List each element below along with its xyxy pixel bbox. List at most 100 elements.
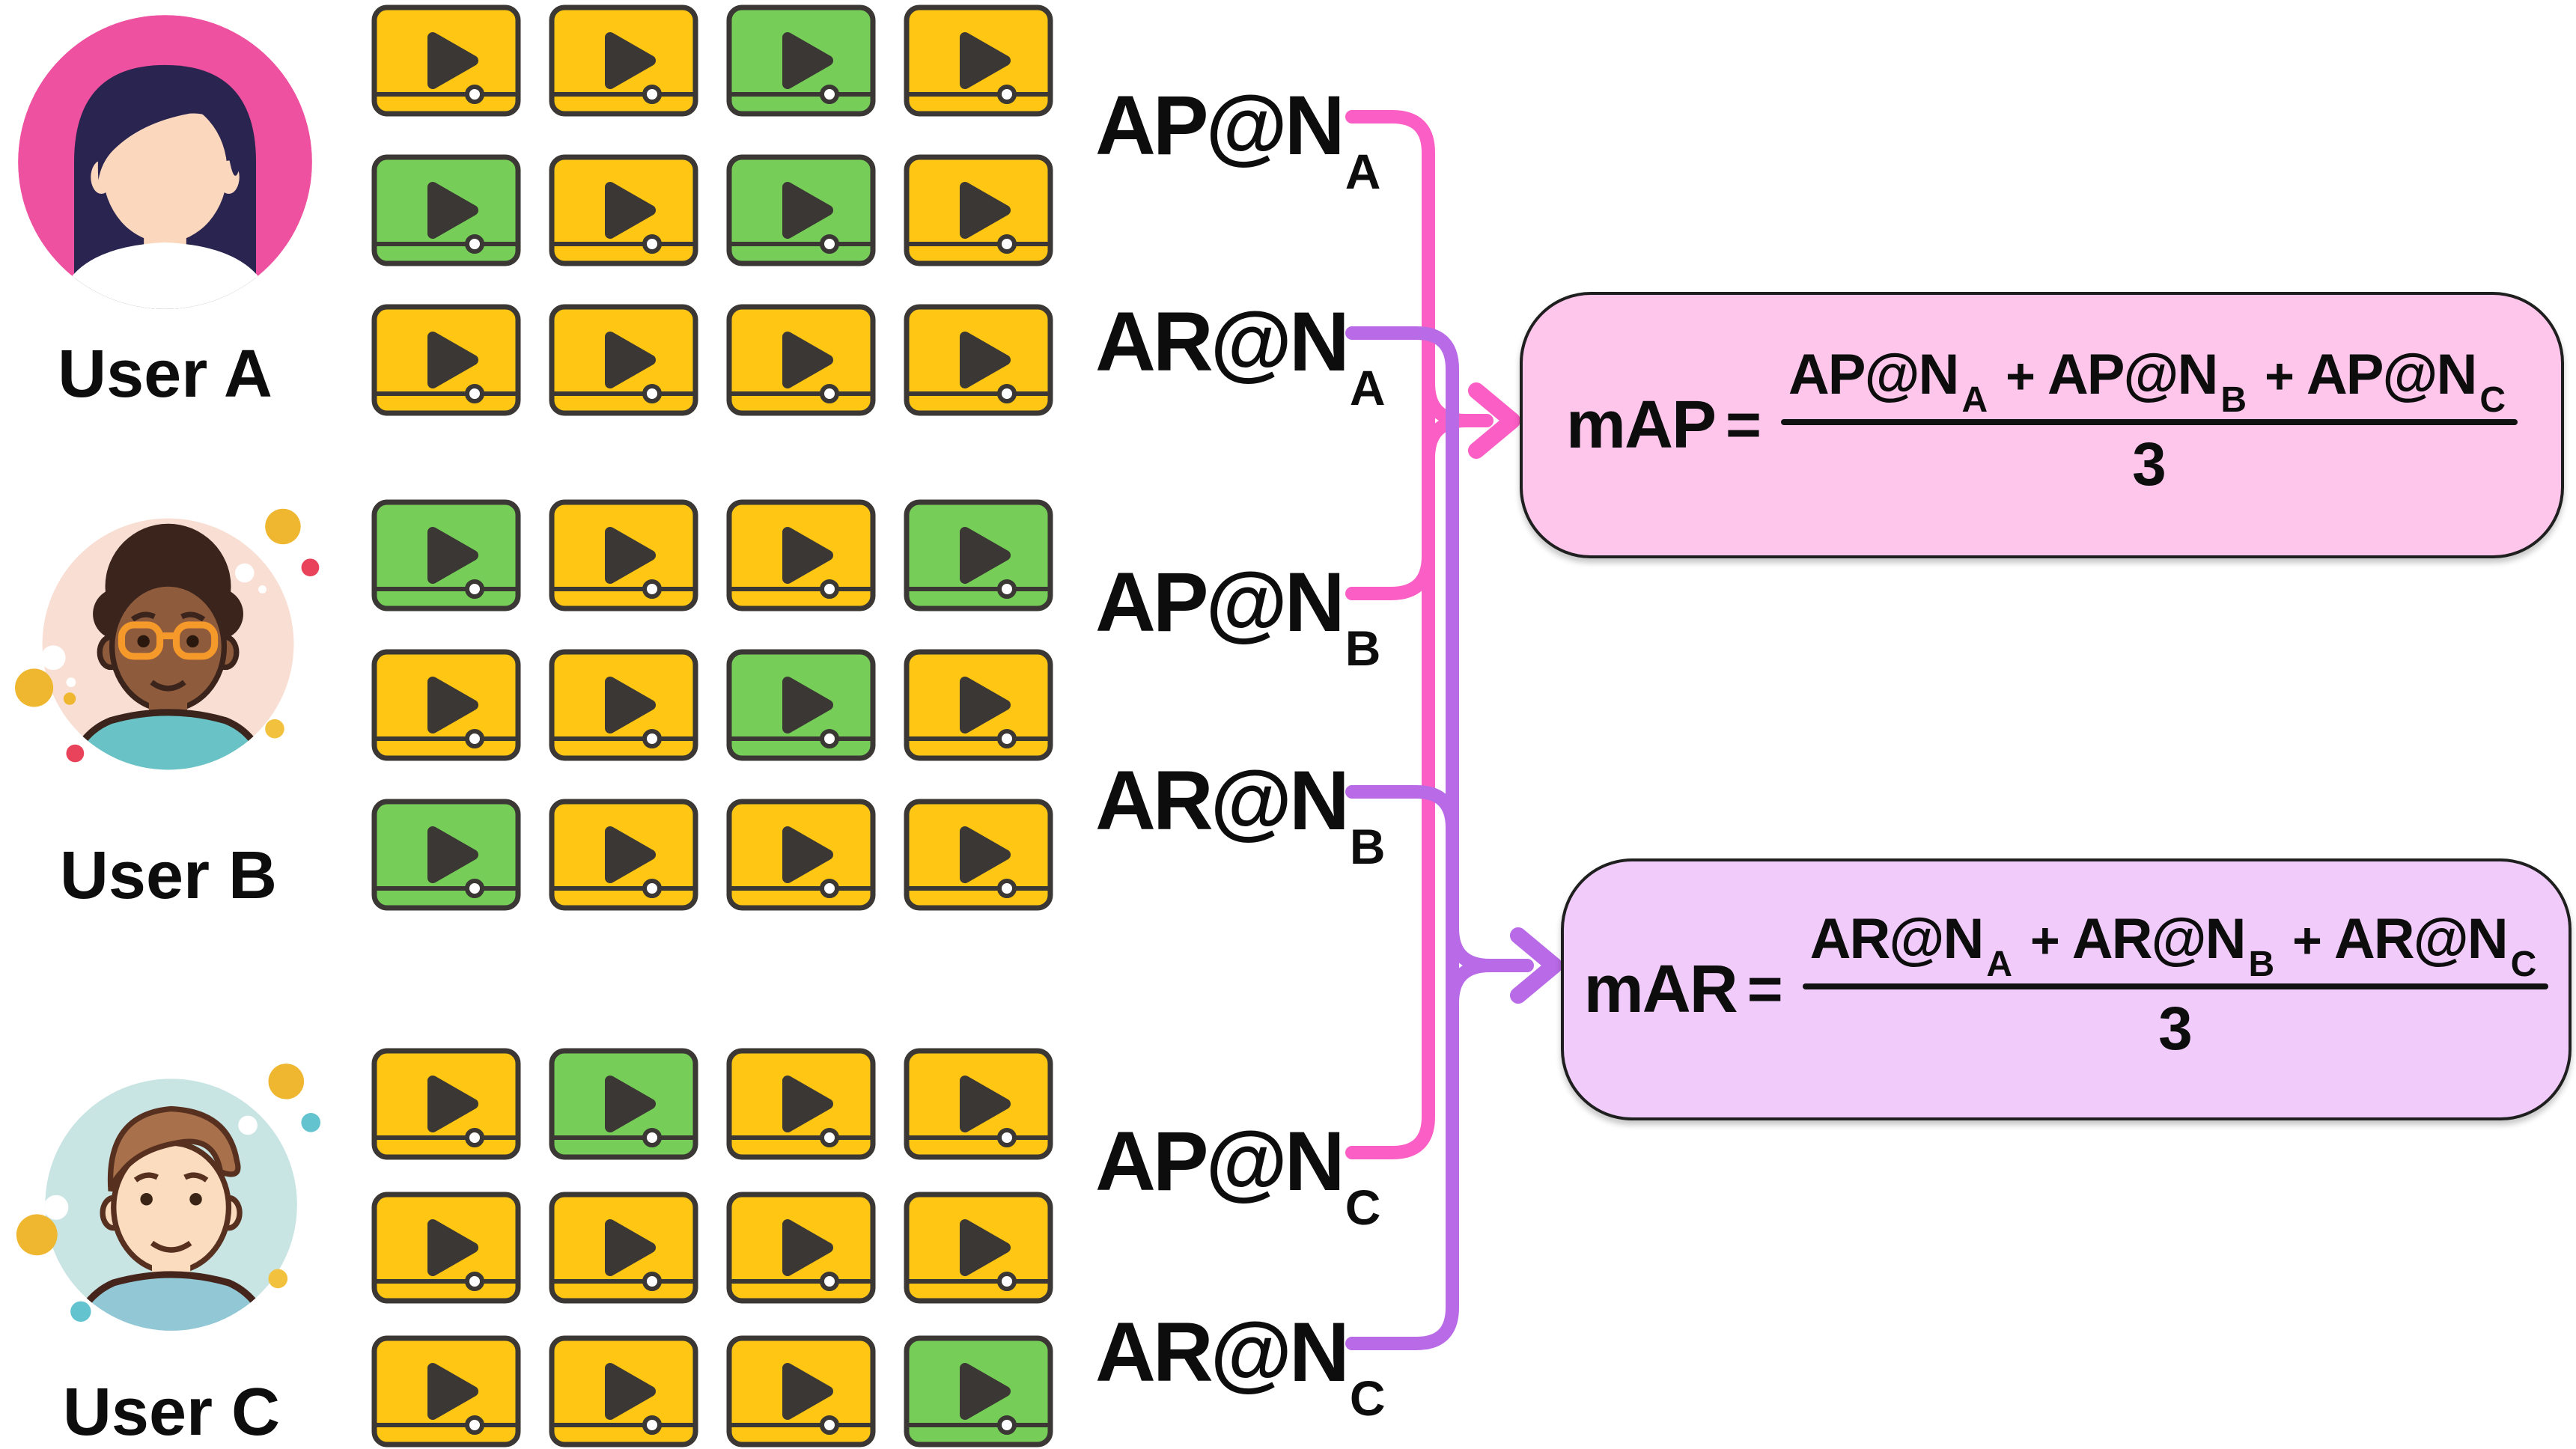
arrow-right-icon (1468, 382, 1520, 459)
video-thumbnail-yellow (549, 1192, 698, 1304)
play-icon (960, 1363, 1011, 1420)
play-icon (782, 1076, 833, 1132)
play-icon (605, 182, 656, 239)
decorative-dot (265, 508, 301, 545)
map-denominator: 3 (2132, 430, 2167, 498)
video-thumbnail-green (726, 649, 876, 761)
video-thumbnail-green (549, 1048, 698, 1160)
decorative-dot (15, 668, 54, 707)
metric-label-ap-at-n-b: AP@NB (1095, 555, 1380, 676)
decorative-dot (268, 1269, 288, 1289)
equals-sign: = (1725, 391, 1762, 459)
play-icon (960, 527, 1011, 584)
play-icon (427, 32, 478, 89)
play-icon (427, 826, 478, 883)
video-thumbnail-yellow (904, 649, 1053, 761)
play-icon (782, 527, 833, 584)
video-thumbnail-yellow (726, 304, 876, 416)
play-icon (427, 677, 478, 733)
play-icon (427, 527, 478, 584)
play-icon (427, 182, 478, 239)
play-icon (782, 182, 833, 239)
user-c-label: User C (62, 1375, 281, 1449)
decorative-dot (66, 744, 85, 763)
video-thumbnail-yellow (726, 1192, 876, 1304)
video-thumbnail-yellow (904, 304, 1053, 416)
map-lhs: mAP (1565, 387, 1717, 463)
video-thumbnail-yellow (549, 499, 698, 611)
video-thumbnail-yellow (371, 1335, 521, 1448)
play-icon (605, 527, 656, 584)
play-icon (605, 677, 656, 733)
metric-label-ap-at-n-a: AP@NA (1095, 79, 1380, 199)
decorative-dot (16, 1214, 58, 1256)
user-a-avatar-icon (18, 15, 312, 309)
play-icon (960, 677, 1011, 733)
play-icon (605, 32, 656, 89)
play-icon (960, 182, 1011, 239)
play-icon (960, 332, 1011, 388)
video-thumbnail-yellow (549, 799, 698, 911)
user-c-video-grid (371, 1048, 1053, 1448)
play-icon (427, 1219, 478, 1276)
play-icon (427, 332, 478, 388)
video-thumbnail-yellow (549, 4, 698, 117)
video-thumbnail-yellow (904, 1048, 1053, 1160)
fraction-bar (1780, 418, 2518, 425)
decorative-dot (63, 692, 76, 705)
play-icon (960, 826, 1011, 883)
video-thumbnail-green (726, 154, 876, 266)
play-icon (782, 1219, 833, 1276)
play-icon (782, 1363, 833, 1420)
equals-sign: = (1747, 955, 1783, 1023)
decorative-dot (265, 719, 284, 739)
decorative-dot (268, 1064, 305, 1099)
video-thumbnail-yellow (726, 1335, 876, 1448)
video-thumbnail-yellow (549, 649, 698, 761)
video-thumbnail-yellow (904, 4, 1053, 117)
decorative-dot (301, 558, 320, 577)
arrow-right-icon (1510, 927, 1562, 1004)
video-thumbnail-yellow (371, 1048, 521, 1160)
decorative-dot (70, 1301, 91, 1323)
play-icon (605, 1076, 656, 1132)
video-thumbnail-green (726, 4, 876, 117)
play-icon (427, 1363, 478, 1420)
user-b-avatar-icon (15, 508, 320, 770)
play-icon (427, 1076, 478, 1132)
video-thumbnail-yellow (549, 1335, 698, 1448)
video-thumbnail-yellow (371, 4, 521, 117)
video-row (371, 1048, 1053, 1160)
play-icon (782, 332, 833, 388)
user-b-video-grid (371, 499, 1053, 911)
video-thumbnail-yellow (726, 1048, 876, 1160)
fraction-bar (1802, 983, 2549, 989)
user-a-label: User A (58, 337, 272, 412)
user-a-video-grid (371, 4, 1053, 416)
play-icon (782, 32, 833, 89)
metric-label-ar-at-n-a: AR@NA (1095, 295, 1386, 415)
video-row (371, 4, 1053, 117)
play-icon (960, 1076, 1011, 1132)
metric-label-ar-at-n-b: AR@NB (1095, 754, 1386, 874)
play-icon (605, 1363, 656, 1420)
video-thumbnail-yellow (371, 649, 521, 761)
play-icon (782, 677, 833, 733)
video-thumbnail-green (371, 154, 521, 266)
video-thumbnail-yellow (726, 799, 876, 911)
video-thumbnail-green (371, 499, 521, 611)
metric-label-ar-at-n-c: AR@NC (1095, 1305, 1386, 1426)
video-row (371, 1335, 1053, 1448)
video-row (371, 304, 1053, 416)
play-icon (605, 826, 656, 883)
video-row (371, 499, 1053, 611)
play-icon (960, 32, 1011, 89)
video-thumbnail-yellow (549, 304, 698, 416)
